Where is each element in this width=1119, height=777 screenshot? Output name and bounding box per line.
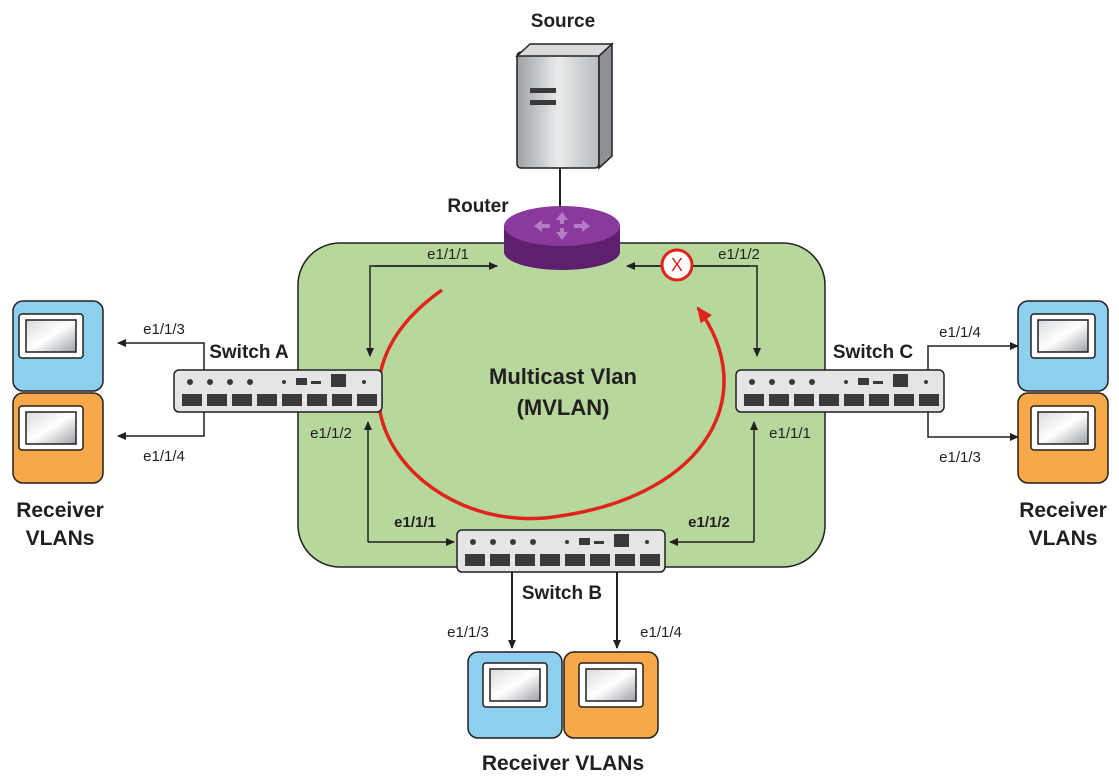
router-label: Router (447, 196, 509, 217)
switch-b-label: Switch B (522, 583, 602, 604)
switch-c-ring-port-label: e1/1/1 (769, 425, 811, 442)
switch-a-label: Switch A (209, 342, 289, 363)
switch-a-receiver-link-1 (117, 339, 205, 370)
switch-b-receiver-port-1-label: e1/1/3 (447, 624, 489, 641)
receiver-right-orange-icon (1017, 392, 1109, 484)
receiver-right-blue-icon (1017, 300, 1109, 392)
source-server-icon (515, 42, 614, 170)
switch-c-icon (735, 369, 945, 413)
receiver-left-label-line1: Receiver (16, 499, 104, 522)
switch-b-receiver-port-2-label: e1/1/4 (640, 624, 682, 641)
switch-a-receiver-port-2-label: e1/1/4 (143, 448, 185, 465)
switch-a-receiver-link-2 (117, 412, 205, 440)
receiver-bottom-blue-icon (467, 651, 563, 739)
receiver-left-orange-icon (12, 392, 104, 484)
source-label: Source (531, 11, 595, 32)
switch-c-receiver-link-2 (927, 412, 1019, 441)
switch-a-ring-port-label: e1/1/2 (310, 425, 352, 442)
router-port-right-label: e1/1/2 (718, 246, 760, 263)
switch-c-label: Switch C (833, 342, 914, 363)
switch-b-ring-port-2-label: e1/1/2 (688, 514, 730, 531)
switch-b-ring-port-1-label: e1/1/1 (394, 514, 436, 531)
mvlan-title-line1: Multicast Vlan (489, 364, 637, 389)
switch-b-icon (456, 529, 666, 573)
switch-c-receiver-port-2-label: e1/1/3 (939, 449, 981, 466)
switch-a-receiver-port-1-label: e1/1/3 (143, 321, 185, 338)
switch-c-receiver-link-1 (927, 342, 1019, 370)
receiver-right-label-line2: VLANs (1029, 527, 1098, 550)
mvlan-title-line2: (MVLAN) (517, 395, 610, 420)
switch-c-receiver-port-1-label: e1/1/4 (939, 324, 981, 341)
receiver-right-label-line1: Receiver (1019, 499, 1107, 522)
receiver-left-blue-icon (12, 300, 104, 392)
blocked-port-marker: X (660, 248, 694, 282)
router-icon (504, 206, 620, 270)
receiver-left-label-line2: VLANs (26, 527, 95, 550)
switch-a-icon (173, 369, 383, 413)
receiver-bottom-label: Receiver VLANs (482, 752, 644, 775)
receiver-bottom-orange-icon (563, 651, 659, 739)
blocked-marker-text: X (671, 255, 683, 275)
router-port-left-label: e1/1/1 (427, 246, 469, 263)
